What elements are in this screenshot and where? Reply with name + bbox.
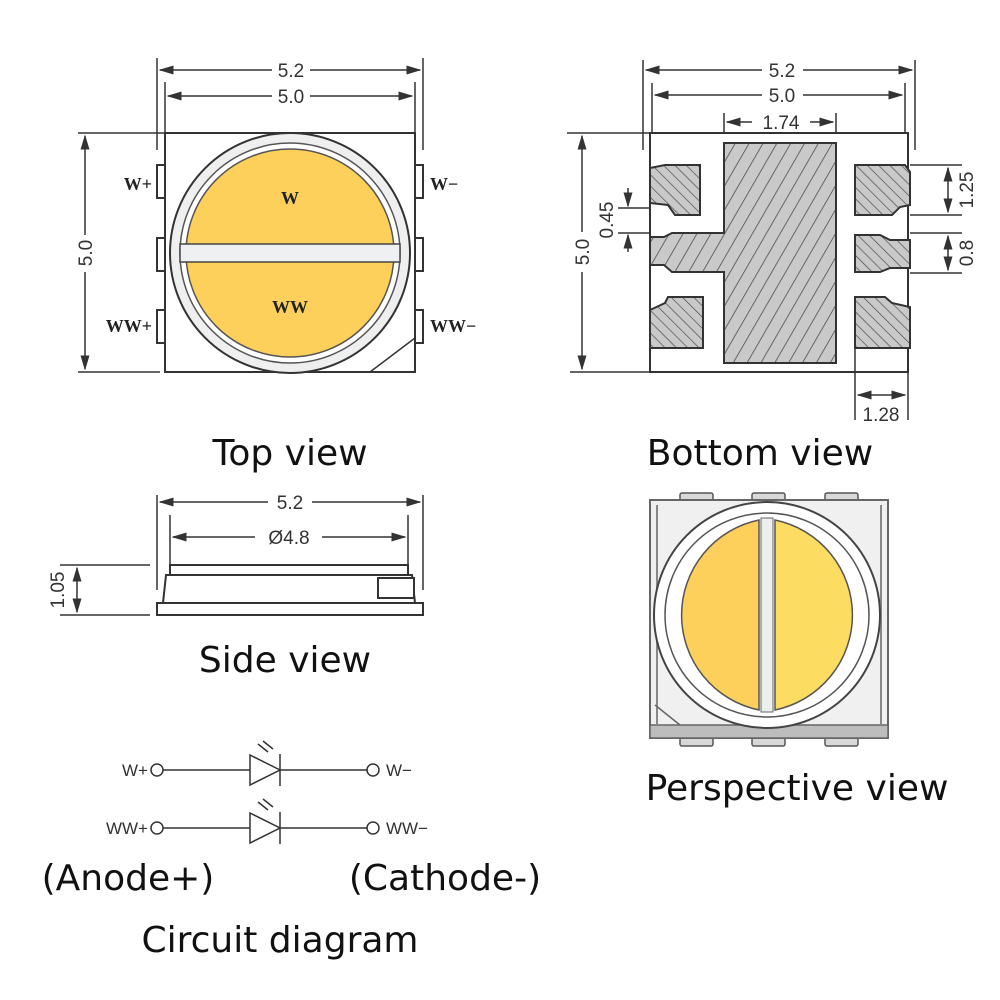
dim-height-1-05: 1.05 [48,572,69,609]
dim-gap-0-45: 0.45 [597,202,618,239]
circuit-label-ww-plus: WW+ [106,819,148,838]
dim-pad-1-25: 1.25 [957,172,978,209]
perspective-view: Perspective view [646,492,949,809]
bottom-view: 5.2 5.0 1.74 5.0 0.45 1.25 0.8 1.28 Bott… [567,60,978,474]
dim-diameter-4-8: Ø4.8 [268,528,309,549]
dim-width-5-0: 5.0 [769,86,795,107]
top-view: 5.2 5.0 5.0 W WW W+ WW+ W− WW− Top view [76,58,476,474]
pin-label-ww-plus: WW+ [106,316,152,336]
dim-width-5-0: 5.0 [278,87,304,108]
chip-w [774,519,854,711]
caption-bottom-view: Bottom view [647,433,873,474]
circuit-row-w: W+ W− [122,740,412,787]
chip-label-w: W [281,188,299,208]
caption-circuit-diagram: Circuit diagram [141,920,418,961]
led-diode-icon [249,753,282,787]
dim-height-5-0: 5.0 [573,239,594,265]
circuit-label-w-plus: W+ [122,761,148,780]
led-diode-icon [249,811,282,845]
circuit-label-ww-minus: WW− [386,819,428,838]
circuit-row-ww: WW+ WW− [106,798,428,845]
dim-pad-width-1-28: 1.28 [863,405,900,426]
dim-center-pad-1-74: 1.74 [763,113,800,134]
thermal-pad [649,142,837,364]
circuit-diagram: W+ W− WW+ WW− (Anode+) (Cathode-) Circui… [42,740,541,961]
pin-label-w-plus: W+ [124,174,152,194]
pin-label-ww-minus: WW− [430,316,476,336]
dim-width-5-2: 5.2 [278,61,304,82]
dim-width-5-2: 5.2 [277,493,303,514]
pin-label-w-minus: W− [430,174,458,194]
label-cathode: (Cathode-) [349,858,541,899]
dim-height-5-0: 5.0 [76,240,97,266]
circuit-label-w-minus: W− [386,761,412,780]
dim-pad-0-8: 0.8 [957,240,978,266]
dim-width-5-2: 5.2 [769,61,795,82]
solder-pads [649,164,911,349]
chip-label-ww: WW [272,297,308,317]
caption-top-view: Top view [211,433,367,474]
side-view: 5.2 Ø4.8 1.05 Side view [48,493,424,681]
caption-perspective-view: Perspective view [646,768,949,809]
chip-ww [680,519,760,711]
caption-side-view: Side view [199,640,371,681]
label-anode: (Anode+) [42,858,215,899]
